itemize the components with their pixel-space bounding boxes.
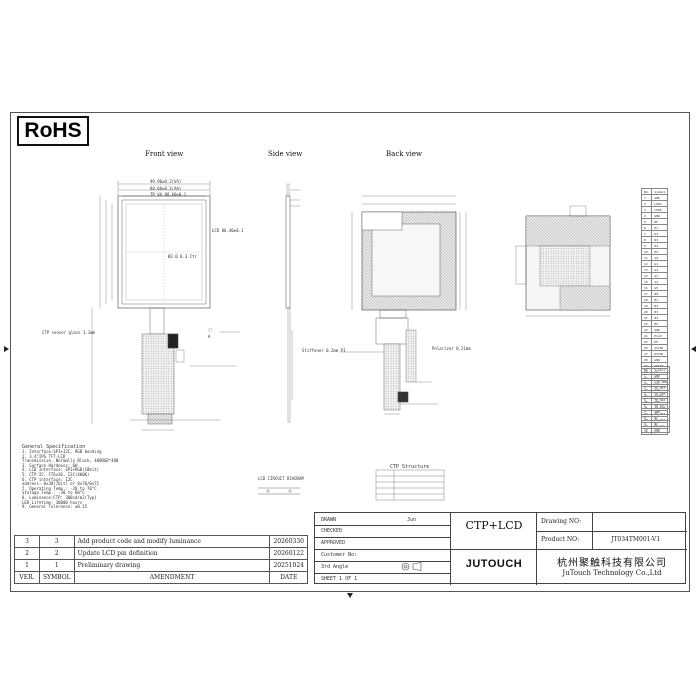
general-spec-line: 6. CTP interface: I2C [22,476,73,482]
general-spec-line: 9. General Tolerance: ±0.15 [22,504,88,510]
general-spec-line: 3. Surface Hardness: 6H [22,462,78,468]
front-dim-tp: TP VA 88.60±0.1 [150,192,187,197]
third-angle-projection-icon [401,562,422,571]
drawn-value: Jun [407,517,417,523]
revision-date: 20251024 [269,559,308,572]
sheet-label: SHEET 1 OF 1 [321,576,358,582]
ctp-pin-symbol: GND [651,426,671,433]
revision-symbol: 3 [39,535,75,548]
left-center-mark [4,346,9,352]
general-spec-line: Transmissive, Normally Black, 480RGB*480 [22,458,119,464]
revision-ver: 2 [14,547,40,560]
product-no: JT034TM001-V1 [611,536,661,543]
rev-header-date: DATE [269,571,308,584]
general-spec-line: 7. Operating Temp.: -20 to 70°C [22,485,97,491]
checked-label: CHECKED [321,528,343,534]
revision-amendment: Preliminary drawing [73,559,271,572]
drawing-frame [10,112,690,592]
front-view-title: Front view [145,150,184,158]
rohs-badge: RoHS [17,116,89,146]
revision-ver: 1 [14,559,40,572]
general-spec-line: 5. CTP IC: FT6x36, I2C(400K) [22,471,90,477]
circuit-diagram [258,487,300,495]
ctp-pin-number: 10 [640,426,653,433]
side-view-title: Side view [268,150,303,158]
general-spec-line: 1. Interface:SPI+I2C, RGB bonding [22,449,102,454]
ctp-structure-title: CTP Structure [390,464,430,470]
drawn-label: DRAWN [321,517,337,523]
drawing-no-label: Drawing NO: [541,518,582,525]
revision-header-row: VER. SYMBOL AMENDMENT DATE [14,571,308,584]
revision-symbol: 2 [39,547,75,560]
rev-header-amendment: AMENDMENT [73,571,271,584]
company-name-cn: 杭州聚触科技有限公司 [557,558,667,569]
rev-header-ver: VER. [14,571,40,584]
bottom-center-mark [347,593,353,598]
approved-label: APPROVED [321,540,346,546]
front-dim-outline: 99.90±0.2(VA) [150,179,182,184]
revision-amendment: Update LCD pin definition [73,547,271,560]
general-specification: General Specification 1. Interface:SPI+I… [22,444,118,510]
back-view-drawing [340,195,467,415]
product-no-label: Product NO: [541,536,580,543]
angle-label: 3rd Angle [321,564,349,570]
general-spec-line: 8. Luminance:CTP: 300cd/m2(Typ) [22,494,97,500]
rev-header-symbol: SYMBOL [39,571,75,584]
detail-view-drawing [515,205,611,317]
revision-amendment: Add product code and modify luminance [73,535,271,548]
title-block: DRAWN Jun CHECKED APPROVED Customer No: … [314,512,687,585]
revision-date: 20260330 [269,535,308,548]
right-center-mark [691,346,696,352]
company-logo: JUTOUCH [465,558,523,570]
side-a-label: A [208,334,211,339]
revision-ver: 3 [14,535,40,548]
company-name-en: JuTouch Technology Co.,Ltd [562,569,662,577]
product-type: CTP+LCD [465,519,523,532]
customer-label: Customer No: [321,552,358,558]
back-note: Polarizer 0.21mm [432,346,471,351]
ctp-structure-table [375,469,445,501]
front-view-drawing [91,180,240,431]
back-view-title: Back view [386,150,423,158]
general-spec-line: 4. LCD Interface: SPI+RGB(18bit) [22,467,100,473]
fpc-note: Stiffener 0.2mm PI [302,348,346,353]
general-spec-line: Storage Temp.: -30 to 80°C [22,490,85,496]
side-view-drawing [285,183,300,423]
revision-symbol: 1 [39,559,75,572]
front-center-mark: Ø3.0 0.3 Ctr [168,254,197,259]
general-spec-line: LED Lifetime: 30000 hours [22,499,83,505]
general-spec-title: General Specification [22,444,86,450]
revision-date: 20260122 [269,547,308,560]
general-spec-line: 2. 3.4"IPS TFT-LCD [22,453,66,459]
front-lcd-aa: LCD 86.40±0.1 [212,228,244,233]
lcd-circuit-label: LCD CIRCUIT DIAGRAM [258,476,304,481]
front-dim-glass: 88.60±0.1(AA) [150,186,182,191]
ctp-note: CTP sensor glass 1.1mm [42,330,95,335]
general-spec-line: address: 0x38(7bit) or 0x70/0x71 [22,481,100,487]
